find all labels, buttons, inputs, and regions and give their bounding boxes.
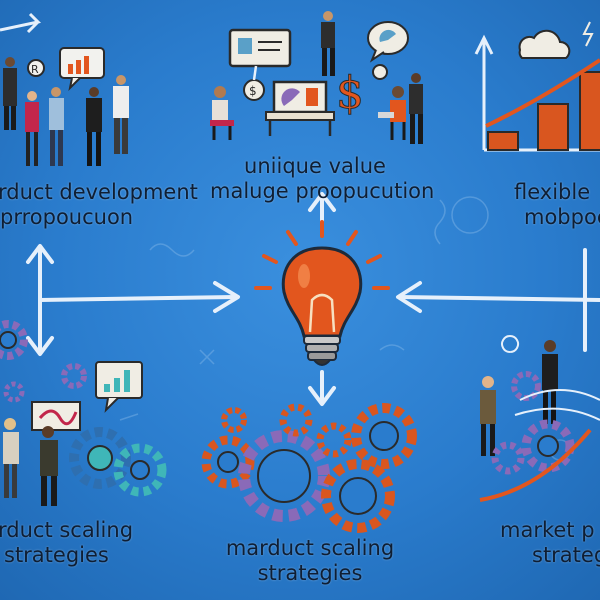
top-center-illustration: $ $ <box>210 11 423 144</box>
person-icon <box>542 340 558 424</box>
label-top-center-line1: uniique value <box>244 154 386 178</box>
gear-icon <box>221 407 247 433</box>
label-bottom-center-line2: strategies <box>257 561 363 585</box>
label-bottom-right-line1: market p <box>500 518 595 542</box>
connector-arrows <box>26 192 600 406</box>
bottom-left-illustration <box>0 320 167 506</box>
bar-chart-icon <box>487 71 600 151</box>
label-bottom-right: market p strateg <box>500 518 600 568</box>
svg-text:R: R <box>31 63 39 76</box>
gear-icon <box>321 459 395 533</box>
label-top-left-line1: rduct development <box>0 180 198 204</box>
label-top-right: flexible mobpoc <box>514 180 600 230</box>
arrow-left-to-bulb <box>38 295 237 302</box>
gear-icon <box>113 443 167 497</box>
person-icon <box>210 86 234 140</box>
svg-text:$: $ <box>336 68 364 119</box>
bottom-right-illustration <box>479 335 600 502</box>
label-top-center-line2: maluge proopucution <box>210 179 435 203</box>
gear-icon <box>0 320 28 360</box>
person-icon <box>3 57 17 130</box>
speech-bubble-icon <box>95 361 143 413</box>
label-bottom-center-line1: marduct scaling <box>225 536 395 560</box>
gear-icon <box>351 403 417 469</box>
speech-bubble-icon <box>367 21 409 63</box>
person-icon <box>25 91 39 166</box>
person-icon <box>3 418 19 498</box>
svg-text:$: $ <box>249 84 257 98</box>
person-icon <box>480 376 496 456</box>
speech-bubble-icon <box>59 47 105 92</box>
gear-icon <box>521 419 575 473</box>
lightbulb-icon <box>254 220 390 366</box>
bottom-center-illustration <box>201 403 417 533</box>
person-icon <box>378 86 406 140</box>
person-icon <box>40 426 58 506</box>
gear-icon <box>279 403 313 437</box>
label-bottom-left: rduct scaling strategies <box>0 518 133 568</box>
label-bottom-left-line2: strategies <box>4 543 109 567</box>
top-left-illustration: R <box>0 12 129 166</box>
dollar-icon: $ <box>336 68 365 120</box>
label-bottom-right-line2: strateg <box>532 543 600 567</box>
person-icon <box>113 75 129 154</box>
person-icon <box>321 11 335 76</box>
label-top-right-line1: flexible <box>514 180 591 204</box>
label-top-center: uniique value maluge proopucution <box>210 154 435 204</box>
gear-icon <box>3 381 25 403</box>
top-right-illustration <box>474 21 600 152</box>
label-top-left-line2: prropoucuon <box>0 205 134 229</box>
label-bottom-left-line1: rduct scaling <box>0 518 134 542</box>
label-top-left: rduct development prropoucuon <box>0 180 198 230</box>
cloud-icon <box>518 29 571 59</box>
label-top-right-line2: mobpoc <box>524 205 600 229</box>
arrow-right-to-bulb <box>398 295 600 302</box>
gear-icon <box>491 441 525 475</box>
gear-icon <box>316 422 352 458</box>
person-icon <box>49 87 64 166</box>
gear-icon <box>201 435 255 489</box>
background-doodles <box>119 196 571 461</box>
gear-icon <box>238 430 330 522</box>
person-icon <box>409 73 423 144</box>
person-icon <box>86 87 102 166</box>
gear-icon <box>61 363 87 389</box>
label-bottom-center: marduct scaling strategies <box>200 536 420 586</box>
